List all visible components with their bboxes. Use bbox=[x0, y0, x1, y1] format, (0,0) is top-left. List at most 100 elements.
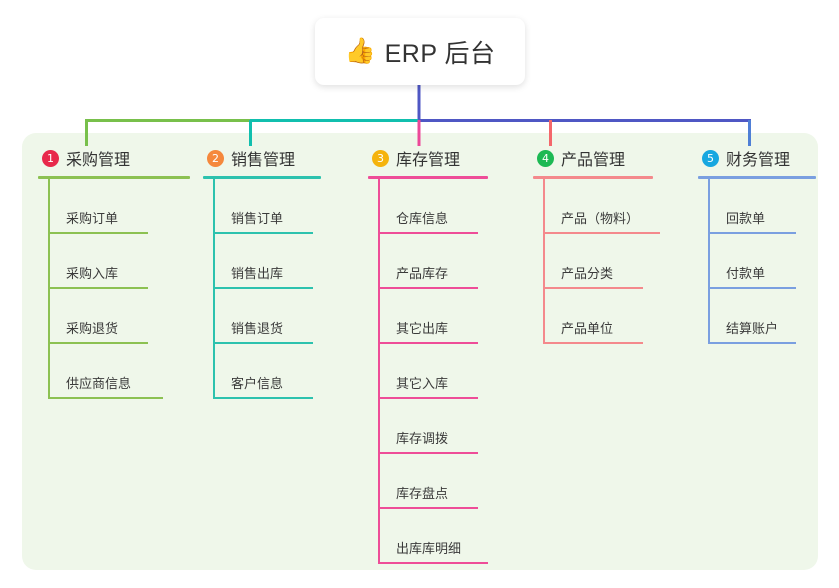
menu-item-label: 出库库明细 bbox=[396, 541, 462, 556]
menu-item-label: 供应商信息 bbox=[66, 376, 132, 391]
category-number-badge: 1 bbox=[42, 149, 59, 167]
menu-item-underline bbox=[378, 287, 478, 289]
category-items: 采购订单采购入库采购退货供应商信息 bbox=[38, 179, 190, 399]
menu-item-label: 结算账户 bbox=[726, 321, 779, 336]
menu-item-label: 其它出库 bbox=[396, 321, 449, 336]
menu-item[interactable]: 仓库信息 bbox=[368, 179, 488, 234]
category-title: 库存管理 bbox=[396, 152, 461, 169]
menu-item[interactable]: 产品（物料） bbox=[533, 179, 660, 234]
menu-item-underline bbox=[213, 397, 313, 399]
category-items: 回款单付款单结算账户 bbox=[698, 179, 816, 344]
category-items: 产品（物料） 产品分类产品单位 bbox=[533, 179, 660, 344]
menu-item-underline bbox=[708, 287, 796, 289]
category-number-badge: 2 bbox=[207, 149, 224, 167]
category-spine bbox=[378, 179, 380, 564]
category-title: 财务管理 bbox=[726, 152, 791, 169]
menu-item[interactable]: 产品分类 bbox=[533, 234, 653, 289]
menu-item[interactable]: 库存调拨 bbox=[368, 399, 488, 454]
root-node[interactable]: 👍 ERP 后台 bbox=[315, 18, 525, 85]
menu-item-underline bbox=[708, 342, 796, 344]
thumbs-up-icon: 👍 bbox=[344, 37, 376, 65]
menu-item-underline bbox=[48, 287, 148, 289]
category-number-badge: 4 bbox=[537, 149, 554, 167]
menu-item-label: 采购订单 bbox=[66, 211, 119, 226]
menu-item[interactable]: 销售订单 bbox=[203, 179, 321, 234]
category-underline bbox=[38, 176, 190, 179]
menu-item[interactable]: 采购订单 bbox=[38, 179, 190, 234]
menu-item-underline bbox=[378, 232, 478, 234]
category-underline bbox=[533, 176, 653, 179]
menu-item-label: 其它入库 bbox=[396, 376, 449, 391]
category-spine bbox=[48, 179, 50, 399]
menu-item[interactable]: 采购入库 bbox=[38, 234, 190, 289]
menu-item-underline bbox=[378, 397, 478, 399]
menu-item-label: 回款单 bbox=[726, 211, 766, 226]
menu-item[interactable]: 结算账户 bbox=[698, 289, 816, 344]
menu-item-underline bbox=[48, 342, 148, 344]
category-title: 销售管理 bbox=[231, 152, 296, 169]
category-header-4[interactable]: 4 产品管理 bbox=[533, 145, 653, 171]
category-column-4: 4 产品管理产品（物料） 产品分类产品单位 bbox=[533, 145, 660, 344]
menu-item[interactable]: 销售出库 bbox=[203, 234, 321, 289]
menu-item[interactable]: 采购退货 bbox=[38, 289, 190, 344]
category-header-2[interactable]: 2 销售管理 bbox=[203, 145, 321, 171]
menu-item-underline bbox=[543, 287, 643, 289]
menu-item[interactable]: 产品库存 bbox=[368, 234, 488, 289]
category-spine bbox=[708, 179, 710, 344]
menu-item[interactable]: 库存盘点 bbox=[368, 454, 488, 509]
category-column-5: 5 财务管理回款单付款单结算账户 bbox=[698, 145, 816, 344]
menu-item[interactable]: 回款单 bbox=[698, 179, 816, 234]
menu-item-label: 销售出库 bbox=[231, 266, 284, 281]
menu-item-label: 付款单 bbox=[726, 266, 766, 281]
menu-item[interactable]: 其它入库 bbox=[368, 344, 488, 399]
category-number-badge: 5 bbox=[702, 149, 719, 167]
category-spine bbox=[213, 179, 215, 399]
category-column-1: 1 采购管理采购订单采购入库采购退货供应商信息 bbox=[38, 145, 190, 399]
category-header-3[interactable]: 3 库存管理 bbox=[368, 145, 488, 171]
category-items: 仓库信息产品库存其它出库其它入库库存调拨库存盘点出库库明细 bbox=[368, 179, 488, 564]
category-column-2: 2 销售管理销售订单销售出库销售退货客户信息 bbox=[203, 145, 321, 399]
menu-item-underline bbox=[543, 342, 643, 344]
menu-item-label: 销售订单 bbox=[231, 211, 284, 226]
category-column-3: 3 库存管理仓库信息产品库存其它出库其它入库库存调拨库存盘点出库库明细 bbox=[368, 145, 488, 564]
menu-item-label: 产品分类 bbox=[561, 266, 614, 281]
menu-item-underline bbox=[543, 232, 660, 234]
menu-item-underline bbox=[378, 452, 478, 454]
menu-item-underline bbox=[378, 342, 478, 344]
category-items: 销售订单销售出库销售退货客户信息 bbox=[203, 179, 321, 399]
menu-item-label: 产品（物料） bbox=[561, 211, 640, 226]
menu-item-underline bbox=[708, 232, 796, 234]
menu-item-label: 仓库信息 bbox=[396, 211, 449, 226]
menu-item[interactable]: 其它出库 bbox=[368, 289, 488, 344]
menu-item[interactable]: 客户信息 bbox=[203, 344, 321, 399]
menu-item[interactable]: 供应商信息 bbox=[38, 344, 190, 399]
menu-item-label: 采购退货 bbox=[66, 321, 119, 336]
menu-item-underline bbox=[213, 232, 313, 234]
menu-item-label: 产品库存 bbox=[396, 266, 449, 281]
menu-item[interactable]: 产品单位 bbox=[533, 289, 653, 344]
menu-item-label: 客户信息 bbox=[231, 376, 284, 391]
menu-item[interactable]: 销售退货 bbox=[203, 289, 321, 344]
category-number-badge: 3 bbox=[372, 149, 389, 167]
menu-item[interactable]: 出库库明细 bbox=[368, 509, 488, 564]
menu-item-underline bbox=[48, 397, 163, 399]
menu-item-label: 产品单位 bbox=[561, 321, 614, 336]
menu-item-label: 库存盘点 bbox=[396, 486, 449, 501]
menu-item-underline bbox=[213, 287, 313, 289]
category-underline bbox=[698, 176, 816, 179]
category-underline bbox=[203, 176, 321, 179]
category-header-1[interactable]: 1 采购管理 bbox=[38, 145, 190, 171]
category-title: 采购管理 bbox=[66, 152, 131, 169]
menu-item-label: 销售退货 bbox=[231, 321, 284, 336]
menu-item-underline bbox=[378, 562, 488, 564]
menu-item-label: 库存调拨 bbox=[396, 431, 449, 446]
diagram-panel-background bbox=[22, 133, 818, 570]
root-node-title: ERP 后台 bbox=[384, 39, 496, 68]
menu-item-underline bbox=[48, 232, 148, 234]
category-title: 产品管理 bbox=[561, 152, 626, 169]
menu-item-label: 采购入库 bbox=[66, 266, 119, 281]
category-header-5[interactable]: 5 财务管理 bbox=[698, 145, 816, 171]
menu-item[interactable]: 付款单 bbox=[698, 234, 816, 289]
category-spine bbox=[543, 179, 545, 344]
